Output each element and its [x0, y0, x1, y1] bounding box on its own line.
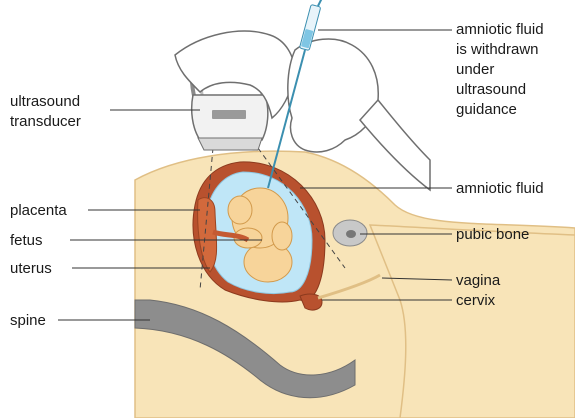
label-amniotic-fluid: amniotic fluid [456, 180, 544, 197]
right-forearm [359, 98, 431, 192]
transducer-window [212, 110, 246, 119]
label-amniotic-withdrawn-l5: guidance [456, 101, 517, 118]
label-amniotic-withdrawn-l2: is withdrawn [456, 41, 539, 58]
pubic-bone-center [346, 230, 356, 238]
buttock-contour [330, 286, 401, 380]
label-uterus: uterus [10, 260, 52, 277]
label-fetus: fetus [10, 232, 43, 249]
placenta-shape [197, 197, 218, 273]
label-placenta: placenta [10, 202, 67, 219]
transducer-base [197, 137, 263, 151]
fetus-shape [212, 187, 293, 283]
label-ultrasound-transducer: ultrasound transducer [10, 93, 84, 130]
label-amniotic-withdrawn-l3: under [456, 61, 494, 78]
label-pubic-bone: pubic bone [456, 226, 529, 243]
label-ultrasound-transducer-l1: ultrasound [10, 93, 80, 110]
label-vagina: vagina [456, 272, 501, 289]
right-gloved-hand [287, 38, 379, 153]
label-amniotic-withdrawn-l4: ultrasound [456, 81, 526, 98]
label-cervix: cervix [456, 292, 496, 309]
left-gloved-hand [174, 30, 296, 120]
needle [267, 49, 306, 189]
syringe-plunger [317, 0, 323, 7]
label-ultrasound-transducer-l2: transducer [10, 113, 81, 130]
leader-lines [58, 29, 453, 321]
scan-line-left [199, 147, 214, 291]
vagina-canal [317, 273, 381, 300]
cervix-shape [299, 293, 323, 311]
syringe-fluid [301, 29, 314, 49]
label-amniotic-withdrawn: amniotic fluid is withdrawn under ultras… [456, 21, 548, 118]
spine-shape [134, 299, 356, 399]
scan-line-right [257, 147, 346, 269]
label-spine: spine [10, 312, 46, 329]
label-amniotic-withdrawn-l1: amniotic fluid [456, 21, 544, 38]
